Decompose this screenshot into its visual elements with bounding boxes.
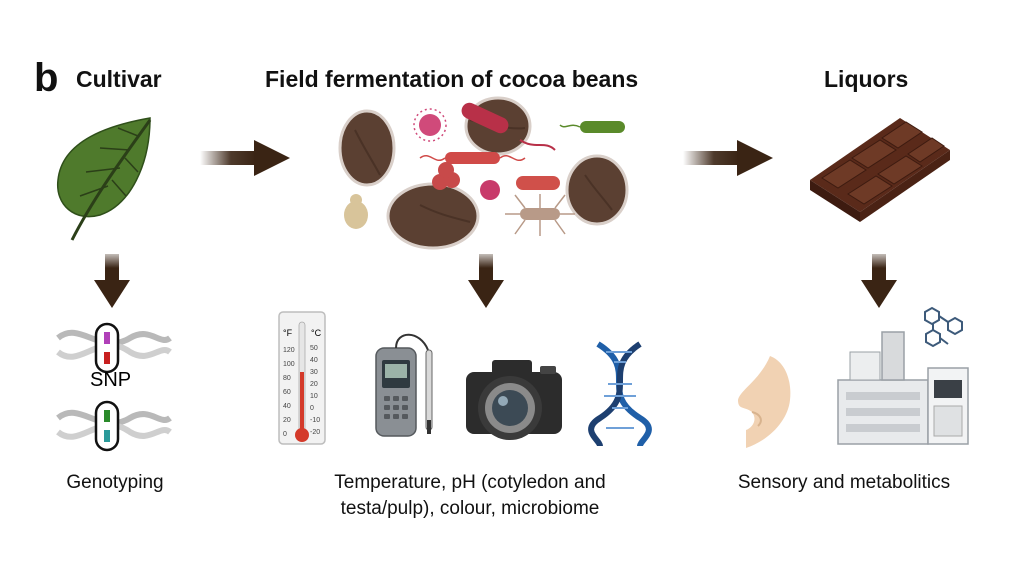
thermometer-icon	[278, 311, 326, 445]
tick-c-4: 10	[310, 393, 318, 400]
fermentation-caption-line1: Temperature, pH (cotyledon and	[334, 472, 606, 493]
snp-label: SNP	[90, 369, 131, 391]
ph-meter-icon	[375, 333, 433, 437]
genotyping-caption: Genotyping	[66, 472, 164, 493]
chocolate-bar-icon	[810, 118, 950, 222]
tick-f-5: 20	[283, 417, 291, 424]
thermometer-unit-f: °F	[283, 328, 293, 338]
liquors-caption: Sensory and metabolitics	[737, 472, 951, 493]
cocoa-beans-microbes-icon	[338, 96, 629, 250]
molecule-icon	[924, 306, 963, 348]
tick-c-1: 40	[310, 357, 318, 364]
tick-f-6: 0	[283, 431, 287, 438]
thermometer-unit-c: °C	[311, 328, 322, 338]
liquors-title: Liquors	[824, 66, 909, 92]
fermentation-title: Field fermentation of cocoa beans	[265, 66, 639, 92]
arrow-down-3	[861, 254, 897, 308]
tick-c-6: -10	[310, 417, 320, 424]
panel-letter: b	[34, 56, 59, 100]
arrow-down-2	[468, 254, 504, 308]
arrow-right-1	[200, 140, 290, 176]
thermometer-ticks-c: 50 40 30 20 10 0 -10 -20	[310, 345, 320, 436]
tick-c-0: 50	[310, 345, 318, 352]
fermentation-caption: Temperature, pH (cotyledon and testa/pul…	[290, 470, 650, 521]
tick-f-3: 60	[283, 389, 291, 396]
dna-helix-icon	[588, 341, 652, 447]
tick-c-3: 20	[310, 381, 318, 388]
cultivar-title: Cultivar	[76, 66, 162, 92]
tick-f-2: 80	[283, 375, 291, 382]
nose-icon	[738, 356, 791, 448]
dna-snp-icon: SNP	[56, 322, 172, 452]
thermometer-ticks-f: 120 100 80 60 40 20 0	[283, 347, 295, 438]
fermentation-caption-line2: testa/pulp), colour, microbiome	[340, 497, 600, 519]
tick-c-2: 30	[310, 369, 318, 376]
mass-spectrometer-icon	[837, 331, 969, 445]
camera-icon	[466, 360, 562, 440]
tick-f-1: 100	[283, 361, 295, 368]
leaf-icon	[57, 117, 152, 241]
arrow-right-2	[683, 140, 773, 176]
tick-c-5: 0	[310, 405, 314, 412]
arrow-down-1	[94, 254, 130, 308]
tick-f-4: 40	[283, 403, 291, 410]
tick-c-7: -20	[310, 429, 320, 436]
tick-f-0: 120	[283, 347, 295, 354]
